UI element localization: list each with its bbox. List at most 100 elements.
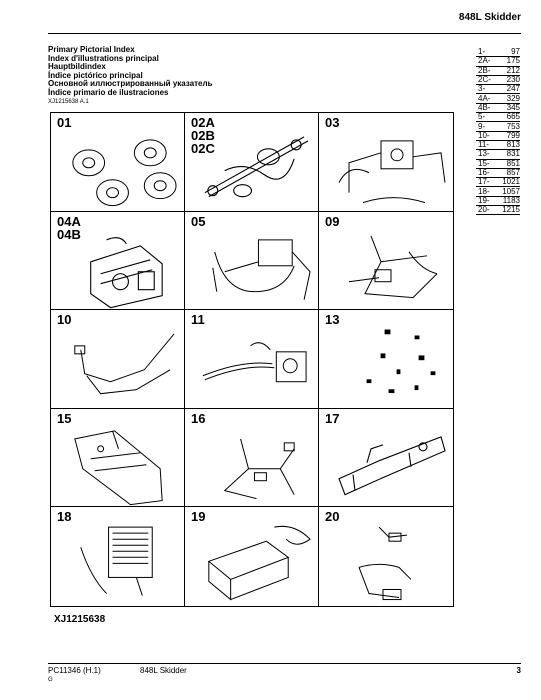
- pictorial-cell[interactable]: 09: [319, 212, 453, 311]
- page-index-key: 11-: [476, 140, 497, 151]
- pictorial-cell[interactable]: 13: [319, 310, 453, 409]
- cell-label-line: 20: [325, 509, 340, 525]
- page-index-key: 17-: [476, 177, 497, 188]
- cell-label-line: 10: [57, 312, 72, 328]
- page-index-row[interactable]: 2C-230: [476, 75, 520, 86]
- pictorial-cell[interactable]: 15: [51, 408, 185, 508]
- cell-label-line: 04B: [57, 226, 81, 242]
- page-index-key: 2C-: [476, 75, 497, 86]
- cell-label-line: 11: [191, 312, 205, 328]
- page-index-page: 1057: [496, 186, 520, 197]
- page-index-page: 329: [496, 93, 520, 104]
- pictorial-cell[interactable]: 19: [185, 507, 319, 606]
- pictorial-cell[interactable]: 05: [185, 211, 319, 311]
- page-index-page: 813: [496, 140, 520, 151]
- page-index-key: 16-: [476, 168, 497, 179]
- cell-label: 11: [191, 313, 205, 326]
- cell-label: 01: [57, 116, 71, 129]
- cell-label-line: 03: [325, 115, 340, 130]
- pictorial-cell[interactable]: 01: [51, 113, 185, 212]
- pictorial-cell[interactable]: 20: [319, 507, 453, 606]
- page-index-key: 5-: [476, 112, 497, 123]
- pictorial-cell[interactable]: 17: [319, 409, 453, 508]
- page-number: 3: [516, 666, 521, 675]
- page-index-key: 4A-: [476, 93, 497, 104]
- pictorial-cell[interactable]: 16: [185, 408, 319, 508]
- page-index-page: 1215: [496, 205, 520, 216]
- figure-id-top: XJ1215638 A.1: [48, 99, 89, 105]
- cell-label: 09: [325, 215, 339, 228]
- page-index-row[interactable]: 10-799: [476, 131, 520, 141]
- pictorial-cell[interactable]: 11: [185, 310, 319, 409]
- page-index-page: 175: [496, 56, 520, 67]
- page-index-row[interactable]: 3-247: [476, 84, 520, 95]
- page-index-row[interactable]: 4A-329: [476, 93, 520, 104]
- page-index-page: 212: [496, 66, 520, 76]
- page-index-page: 97: [496, 48, 520, 58]
- page-index-row[interactable]: 11-813: [476, 140, 520, 151]
- page-index-key: 20-: [476, 205, 497, 216]
- index-title-english: Primary Pictorial Index: [48, 45, 135, 54]
- cell-label: 05: [191, 215, 205, 228]
- header-title: 848L Skidder: [458, 12, 521, 23]
- cell-label-line: 02A: [191, 115, 215, 130]
- page-index-row[interactable]: 20-1215: [476, 205, 520, 216]
- cell-label-line: 09: [325, 213, 340, 229]
- page-index-key: 9-: [476, 121, 497, 132]
- page-index-row[interactable]: 1-97: [476, 48, 520, 58]
- page-index-page: 230: [496, 75, 520, 86]
- figure-id-bottom: XJ1215638: [54, 614, 106, 625]
- page-index-key: 4B-: [476, 103, 497, 114]
- cell-label: 18: [57, 510, 71, 523]
- cell-label-line: 19: [191, 509, 206, 525]
- page-index-page: 857: [496, 168, 520, 179]
- page-index-page: 345: [496, 103, 520, 114]
- cell-label: 10: [57, 313, 71, 326]
- index-title-portuguese: Índice pictórico principal: [48, 70, 143, 80]
- index-title-french: Index d'illustrations principal: [48, 53, 159, 63]
- page-index-row[interactable]: 19-1183: [476, 196, 520, 207]
- pictorial-cell[interactable]: 03: [319, 113, 453, 212]
- footer-model: 848L Skidder: [140, 666, 187, 675]
- page-index-row[interactable]: 4B-345: [476, 103, 520, 114]
- cell-label: 15: [57, 412, 71, 425]
- cell-label: 17: [325, 412, 339, 425]
- page-index-row[interactable]: 5-665: [476, 112, 520, 123]
- cell-label-line: 18: [57, 509, 72, 525]
- page-index-page: 753: [496, 121, 520, 132]
- index-title-spanish: Índice primario de ilustraciones: [48, 87, 169, 97]
- page-index-page: 851: [496, 159, 520, 169]
- pictorial-cell[interactable]: 10: [51, 310, 185, 409]
- footer-mark: G: [48, 677, 53, 683]
- header-divider: [48, 33, 521, 34]
- cell-label: 03: [325, 116, 339, 129]
- page-index-row[interactable]: 2A-175: [476, 56, 520, 67]
- page-index-row[interactable]: 16-857: [476, 168, 520, 179]
- index-title-block: Primary Pictorial Index Index d'illustra…: [48, 45, 213, 98]
- page-index-row[interactable]: 18-1057: [476, 186, 520, 197]
- pictorial-cell[interactable]: 18: [51, 507, 185, 606]
- page-index-page: 799: [496, 131, 520, 141]
- footer-publication-code: PC11346 (H.1): [48, 666, 101, 675]
- page-index-key: 13-: [476, 149, 497, 160]
- page-index-row[interactable]: 15-851: [476, 159, 520, 169]
- index-title-russian: Основной иллюстрированный указатель: [48, 79, 213, 89]
- cell-label-line: 04A: [57, 213, 81, 229]
- cell-label-line: 16: [191, 410, 206, 426]
- page-index-row[interactable]: 2B-212: [476, 66, 520, 76]
- page-index-page: 1183: [496, 196, 520, 207]
- cell-label-line: 01: [57, 115, 72, 130]
- page-index-row[interactable]: 9-753: [476, 121, 520, 132]
- page-index-key: 1-: [476, 48, 497, 58]
- page-index-row[interactable]: 13-831: [476, 149, 520, 160]
- page-index-key: 2A-: [476, 56, 497, 67]
- cell-label: 19: [191, 510, 205, 523]
- page-index-key: 15-: [476, 159, 497, 169]
- cell-label-line: 13: [325, 312, 340, 328]
- page-index-row[interactable]: 17-1021: [476, 177, 520, 188]
- cell-label-line: 02C: [191, 141, 215, 156]
